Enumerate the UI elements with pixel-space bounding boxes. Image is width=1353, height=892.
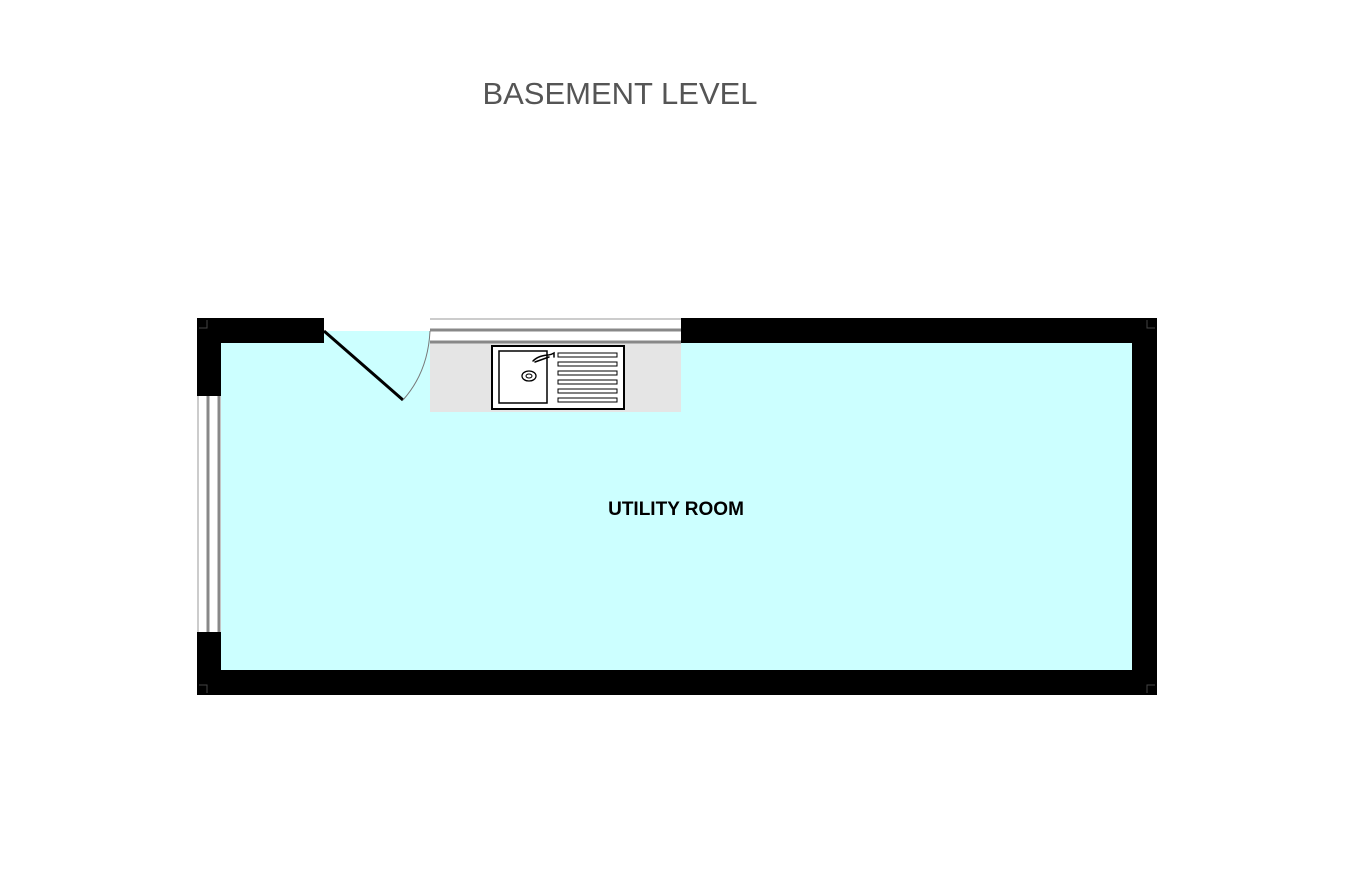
wall-bottom (197, 670, 1157, 695)
sink-drain-inner (525, 373, 533, 379)
drainer (557, 352, 618, 403)
window-top (430, 318, 681, 344)
walls (197, 318, 1157, 695)
wall-left-lower (197, 632, 221, 695)
wall-right (1132, 318, 1157, 695)
sink (491, 345, 625, 410)
level-title: BASEMENT LEVEL (482, 76, 757, 111)
door-swing-arc (402, 330, 431, 401)
window-left (197, 396, 221, 632)
door (323, 329, 431, 402)
room-label-utility-room: UTILITY ROOM (608, 499, 744, 520)
wall-left-upper (197, 318, 221, 396)
sink-basin (498, 350, 548, 404)
sink-drain-outer (521, 370, 537, 382)
wall-top-right (681, 318, 1157, 343)
door-leaf (323, 329, 404, 402)
corner-marks (199, 320, 1155, 693)
sink-tap-icon (532, 351, 555, 363)
